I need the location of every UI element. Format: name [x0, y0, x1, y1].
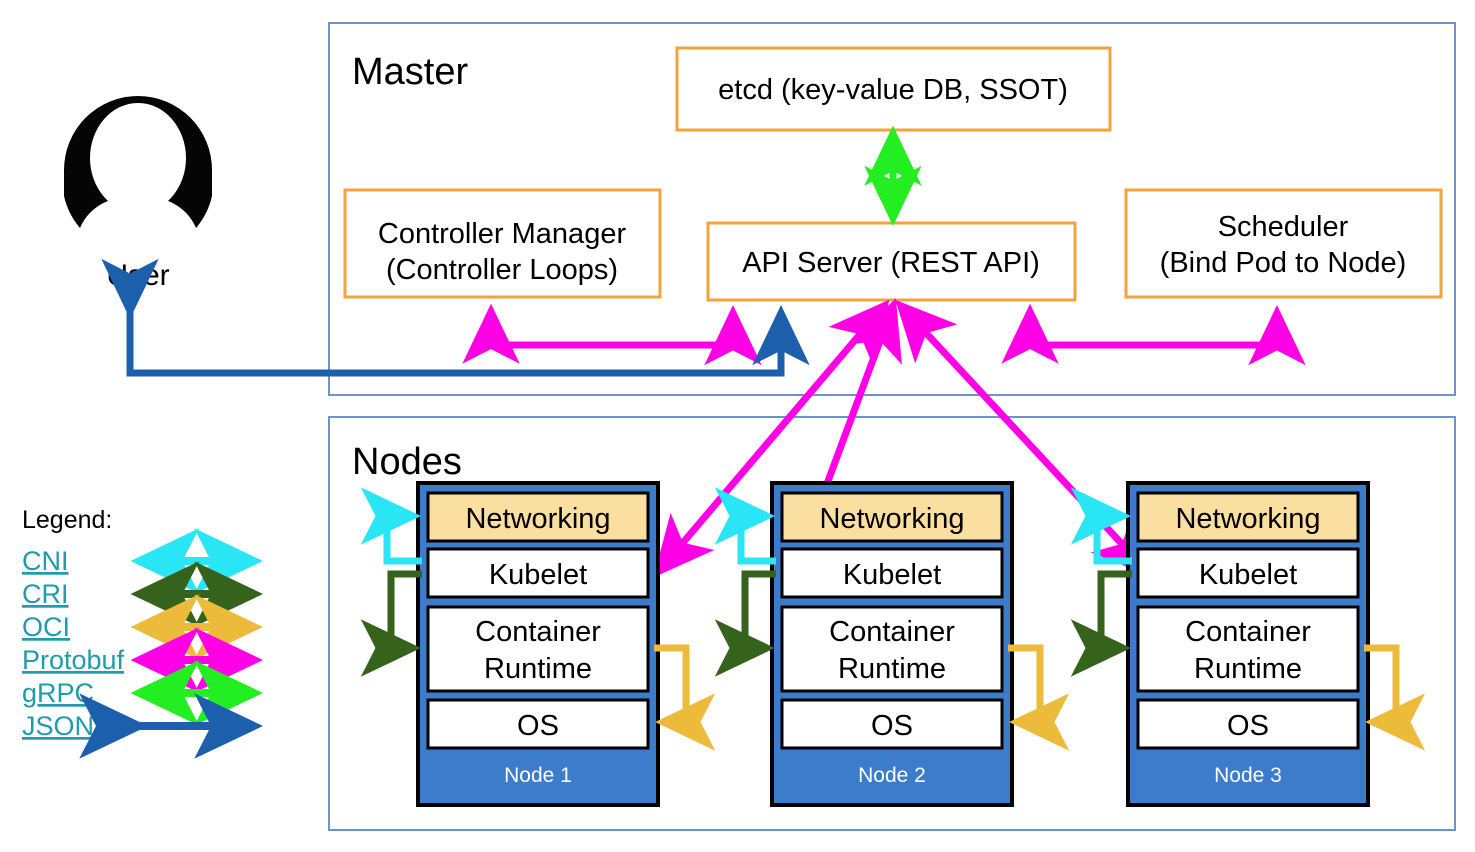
legend-item-label-cri[interactable]: CRI — [22, 579, 69, 609]
node-1-container-runtime-label-line2: Runtime — [484, 653, 592, 685]
node-2-networking-box[interactable] — [780, 491, 1004, 543]
cni-loop-node-1 — [360, 487, 422, 565]
node-2-name-label: Node 2 — [858, 764, 926, 787]
api-server-label: API Server (REST API) — [742, 247, 1040, 279]
node-3-container-runtime-box[interactable] — [1136, 605, 1360, 693]
node-2-container-runtime-label-line2: Runtime — [838, 653, 946, 685]
node-2-container-runtime-box[interactable] — [780, 605, 1004, 693]
etcd-box[interactable] — [675, 46, 1112, 132]
node-3[interactable]: Networking Kubelet Container Runtime OS … — [1126, 481, 1370, 807]
controller-manager-label-line1: Controller Manager — [378, 218, 627, 250]
legend-item-label-oci[interactable]: OCI — [22, 612, 70, 642]
node-2-os-label: OS — [871, 710, 913, 742]
node-1-os-box[interactable] — [426, 698, 650, 750]
node-2-networking-label: Networking — [819, 503, 964, 535]
oci-loop-node-1 — [654, 644, 716, 751]
oci-loop-node-2 — [1008, 644, 1070, 751]
node-3-container-runtime-label-line2: Runtime — [1194, 653, 1302, 685]
node-1[interactable]: Networking Kubelet Container Runtime OS … — [416, 481, 660, 807]
node-3-name-label: Node 3 — [1214, 764, 1282, 787]
etcd-label: etcd (key-value DB, SSOT) — [718, 74, 1068, 106]
cni-loop-node-2 — [714, 487, 776, 565]
node-1-kubelet-label: Kubelet — [489, 559, 587, 591]
cri-loop-node-1 — [360, 570, 422, 677]
controller-manager-label-line2: (Controller Loops) — [386, 254, 618, 286]
legend-item-label-grpc[interactable]: gRPC — [22, 678, 94, 708]
nodes-title: Nodes — [352, 441, 462, 483]
legend-item-label-protobuf[interactable]: Protobuf — [22, 645, 125, 675]
user-avatar-icon — [64, 96, 212, 228]
scheduler-label-line1: Scheduler — [1218, 211, 1349, 243]
node-2[interactable]: Networking Kubelet Container Runtime OS … — [770, 481, 1014, 807]
node-2-kubelet-box[interactable] — [780, 547, 1004, 599]
node-3-kubelet-label: Kubelet — [1199, 559, 1297, 591]
user-label: User — [106, 259, 169, 292]
scheduler-box[interactable] — [1124, 188, 1443, 299]
node-2-kubelet-label: Kubelet — [843, 559, 941, 591]
node-3-os-box[interactable] — [1136, 698, 1360, 750]
oci-loop-node-3 — [1364, 644, 1426, 751]
legend-item-label-cni[interactable]: CNI — [22, 546, 69, 576]
cri-loop-node-2 — [714, 570, 776, 677]
legend-title: Legend: — [22, 506, 112, 534]
protobuf-controllermanager-apiserver-connector — [462, 303, 762, 366]
node-1-networking-box[interactable] — [426, 491, 650, 543]
node-3-os-label: OS — [1227, 710, 1269, 742]
cni-loop-node-3 — [1070, 487, 1132, 565]
node-2-container-runtime-label-line1: Container — [829, 616, 955, 648]
node-3-networking-box[interactable] — [1136, 491, 1360, 543]
legend-item-label-json[interactable]: JSON — [22, 711, 94, 741]
node-2-os-box[interactable] — [780, 698, 1004, 750]
node-1-container-runtime-label-line1: Container — [475, 616, 601, 648]
node-1-kubelet-box[interactable] — [426, 547, 650, 599]
node-1-name-label: Node 1 — [504, 764, 572, 787]
node-1-container-runtime-box[interactable] — [426, 605, 650, 693]
node-3-container-runtime-label-line1: Container — [1185, 616, 1311, 648]
protobuf-scheduler-apiserver-connector — [1001, 303, 1306, 366]
legend: Legend: CNI CRI OCI Protobuf gRPC JSON — [22, 506, 264, 759]
node-1-os-label: OS — [517, 710, 559, 742]
master-title: Master — [352, 51, 468, 93]
scheduler-label-line2: (Bind Pod to Node) — [1160, 247, 1407, 279]
node-3-networking-label: Networking — [1175, 503, 1320, 535]
node-3-kubelet-box[interactable] — [1136, 547, 1360, 599]
cri-loop-node-3 — [1070, 570, 1132, 677]
node-1-networking-label: Networking — [465, 503, 610, 535]
